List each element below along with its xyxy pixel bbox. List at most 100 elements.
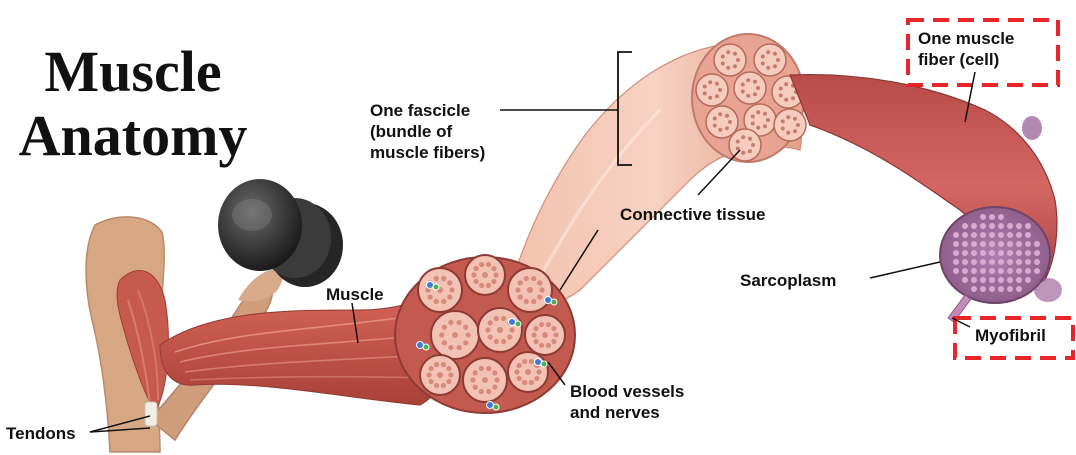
fiber-dot xyxy=(740,89,745,94)
fiber-dot xyxy=(786,130,791,135)
fiber-dot xyxy=(766,50,771,55)
nerve-dot xyxy=(492,403,500,411)
myofibril-dot xyxy=(1016,250,1022,256)
fiber-dot xyxy=(447,280,453,286)
myofibril-dot xyxy=(1007,259,1013,265)
nerve-dot xyxy=(422,343,430,351)
myofibril-dot xyxy=(1025,277,1031,283)
fiber-dot xyxy=(718,112,723,117)
diagram-title: Muscle Anatomy xyxy=(8,40,258,168)
fiber-dot xyxy=(494,377,500,383)
myofibril-dot xyxy=(998,250,1004,256)
myofibril-dot xyxy=(962,259,968,265)
myofibril-dot xyxy=(1034,250,1040,256)
myofibril-dot xyxy=(1034,259,1040,265)
muscle-cross-section xyxy=(394,254,576,414)
fiber-dot xyxy=(778,93,783,98)
fiber-dot xyxy=(790,96,795,101)
fiber-dot xyxy=(463,324,469,330)
fiber-dot xyxy=(740,82,745,87)
fiber-dot xyxy=(441,298,447,305)
fiber-dot xyxy=(447,294,453,300)
myofibril-dot xyxy=(980,223,986,229)
myofibril-dot xyxy=(1007,268,1013,274)
myofibril-dot xyxy=(1016,232,1022,238)
fascicle-fibers xyxy=(695,43,807,162)
label-one-muscle-fiber-line-2: fiber (cell) xyxy=(918,50,1000,69)
fiber-dot xyxy=(762,124,767,129)
myofibril-dot xyxy=(971,268,977,274)
fiber-dot xyxy=(726,65,731,70)
fiber-dot xyxy=(492,384,498,390)
fiber-dot xyxy=(486,365,492,372)
fiber-dot xyxy=(514,369,520,375)
fiber-dot xyxy=(784,97,789,102)
fiber-dot xyxy=(542,332,548,338)
myofibril-dot xyxy=(989,232,995,238)
label-connective-tissue: Connective tissue xyxy=(620,205,766,224)
fiber-circle xyxy=(705,105,739,139)
myofibril-dot xyxy=(953,241,959,247)
fiber-dot xyxy=(735,146,740,151)
blood-vessel-dot xyxy=(508,318,516,326)
fiber-dot xyxy=(712,116,717,121)
myofibril-dot xyxy=(989,268,995,274)
fiber-dot xyxy=(441,340,447,346)
myofibril-dot xyxy=(998,268,1004,274)
fiber-dot xyxy=(485,261,491,268)
fiber-dot xyxy=(517,280,523,286)
myofibril-dot xyxy=(989,250,995,256)
fiber-dot xyxy=(523,298,529,305)
fiber-dot xyxy=(766,118,770,122)
fiber-dot xyxy=(750,121,755,126)
fiber-dot xyxy=(533,338,539,345)
fiber-dot xyxy=(470,377,476,383)
fiber-dot xyxy=(702,84,707,89)
myofibril-dot xyxy=(971,241,977,247)
myofibril-dot xyxy=(980,286,986,292)
fiber-dot xyxy=(752,92,757,97)
fiber-dot xyxy=(517,294,523,300)
fiber-dot xyxy=(515,287,521,293)
fiber-dot xyxy=(433,275,439,282)
fiber-dot xyxy=(537,280,543,286)
fiber-dot xyxy=(732,51,737,56)
myofibril-dot xyxy=(1007,241,1013,247)
fiber-dot xyxy=(708,80,713,85)
fiber-dot xyxy=(735,139,740,144)
fiber-dot xyxy=(440,382,446,389)
blood-vessel-dot xyxy=(544,296,552,304)
fiber-dot xyxy=(493,315,499,322)
fiber-dot xyxy=(752,79,757,84)
fiber-dot xyxy=(751,143,755,147)
myofibril-dot xyxy=(989,286,995,292)
myofibril-dot xyxy=(989,223,995,229)
myofibril-dot xyxy=(998,286,1004,292)
fiber-dot xyxy=(531,298,537,305)
cross-section-fascicles xyxy=(416,254,566,411)
fiber-dot xyxy=(471,272,477,278)
fiber-dot xyxy=(473,265,479,272)
fiber-dot xyxy=(750,114,755,119)
myofibril-dot xyxy=(1016,223,1022,229)
fiber-dot xyxy=(551,325,557,332)
fiber-dot xyxy=(501,315,507,322)
myofibril-dot xyxy=(980,214,986,220)
blood-vessel-dot xyxy=(416,341,424,349)
highlight-box-myofibril xyxy=(953,316,1075,360)
myofibril-dot xyxy=(998,259,1004,265)
fiber-dot xyxy=(473,278,479,285)
tendon xyxy=(144,401,158,427)
fiber-dot xyxy=(531,332,537,338)
fiber-dot xyxy=(491,265,497,272)
fiber-dot xyxy=(478,388,484,395)
fiber-dot xyxy=(525,369,531,375)
myofibril-dot xyxy=(1025,232,1031,238)
fiber-dot xyxy=(746,78,751,83)
leader-lines xyxy=(89,71,976,433)
nerve-dot xyxy=(514,320,522,328)
fiber-dot xyxy=(523,275,529,282)
label-blood-vessels-line-1: Blood vessels xyxy=(570,382,685,401)
myofibril-dot xyxy=(989,277,995,283)
fiber-dot xyxy=(718,88,722,92)
